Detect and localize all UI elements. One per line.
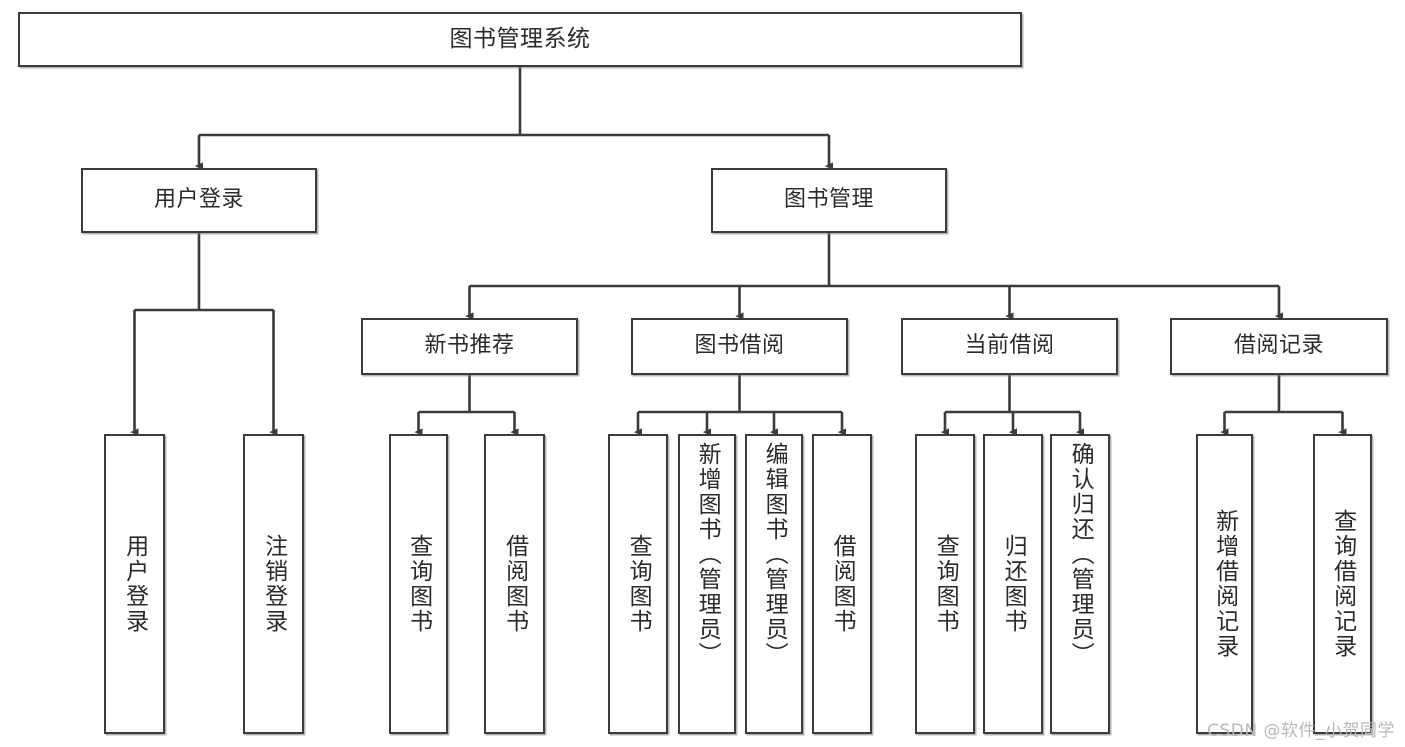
node-leaf-confirm-return[interactable]: 确认归还（管理员） (1050, 434, 1110, 734)
node-label: 借阅图书 (501, 534, 528, 634)
node-label: 查询借阅记录 (1329, 509, 1356, 659)
node-label: 编辑图书（管理员） (761, 442, 788, 667)
node-label: 当前借阅 (964, 333, 1055, 359)
node-leaf-edit-book[interactable]: 编辑图书（管理员） (745, 434, 803, 734)
node-leaf-borrow-book-2[interactable]: 借阅图书 (812, 434, 872, 734)
node-leaf-query-book-3[interactable]: 查询图书 (915, 434, 975, 734)
node-label: 借阅记录 (1233, 333, 1324, 359)
node-label: 用户登录 (153, 187, 244, 213)
node-leaf-query-record[interactable]: 查询借阅记录 (1313, 434, 1372, 734)
node-label: 归还图书 (1000, 534, 1027, 634)
node-label: 查询图书 (405, 534, 432, 634)
node-leaf-add-book[interactable]: 新增图书（管理员） (678, 434, 736, 734)
node-leaf-return-book[interactable]: 归还图书 (983, 434, 1043, 734)
node-leaf-query-book-1[interactable]: 查询图书 (389, 434, 448, 734)
node-label: 图书管理 (783, 187, 874, 213)
node-leaf-query-book-2[interactable]: 查询图书 (608, 434, 668, 734)
node-user-login[interactable]: 用户登录 (81, 168, 317, 233)
watermark: CSDN @软件_小贺同学 (1207, 721, 1395, 741)
node-leaf-add-record[interactable]: 新增借阅记录 (1196, 434, 1253, 734)
node-label: 注销登录 (260, 534, 287, 634)
node-root[interactable]: 图书管理系统 (18, 12, 1022, 67)
node-label: 新书推荐 (424, 333, 515, 359)
node-label: 用户登录 (121, 534, 148, 634)
node-leaf-borrow-book-1[interactable]: 借阅图书 (484, 434, 545, 734)
node-borrow-record[interactable]: 借阅记录 (1170, 318, 1388, 375)
node-book-management[interactable]: 图书管理 (711, 168, 947, 233)
node-label: 查询图书 (932, 534, 959, 634)
node-label: 图书借阅 (694, 333, 785, 359)
node-label: 借阅图书 (829, 534, 856, 634)
node-label: 查询图书 (625, 534, 652, 634)
node-label: 新增图书（管理员） (694, 442, 721, 667)
node-label: 新增借阅记录 (1211, 509, 1238, 659)
node-new-book-recommend[interactable]: 新书推荐 (361, 318, 578, 375)
node-label: 图书管理系统 (449, 25, 591, 52)
node-leaf-user-login[interactable]: 用户登录 (104, 434, 165, 734)
node-leaf-logout[interactable]: 注销登录 (243, 434, 304, 734)
node-book-borrow[interactable]: 图书借阅 (631, 318, 848, 375)
node-label: 确认归还（管理员） (1067, 442, 1094, 667)
node-current-borrow[interactable]: 当前借阅 (901, 318, 1118, 375)
